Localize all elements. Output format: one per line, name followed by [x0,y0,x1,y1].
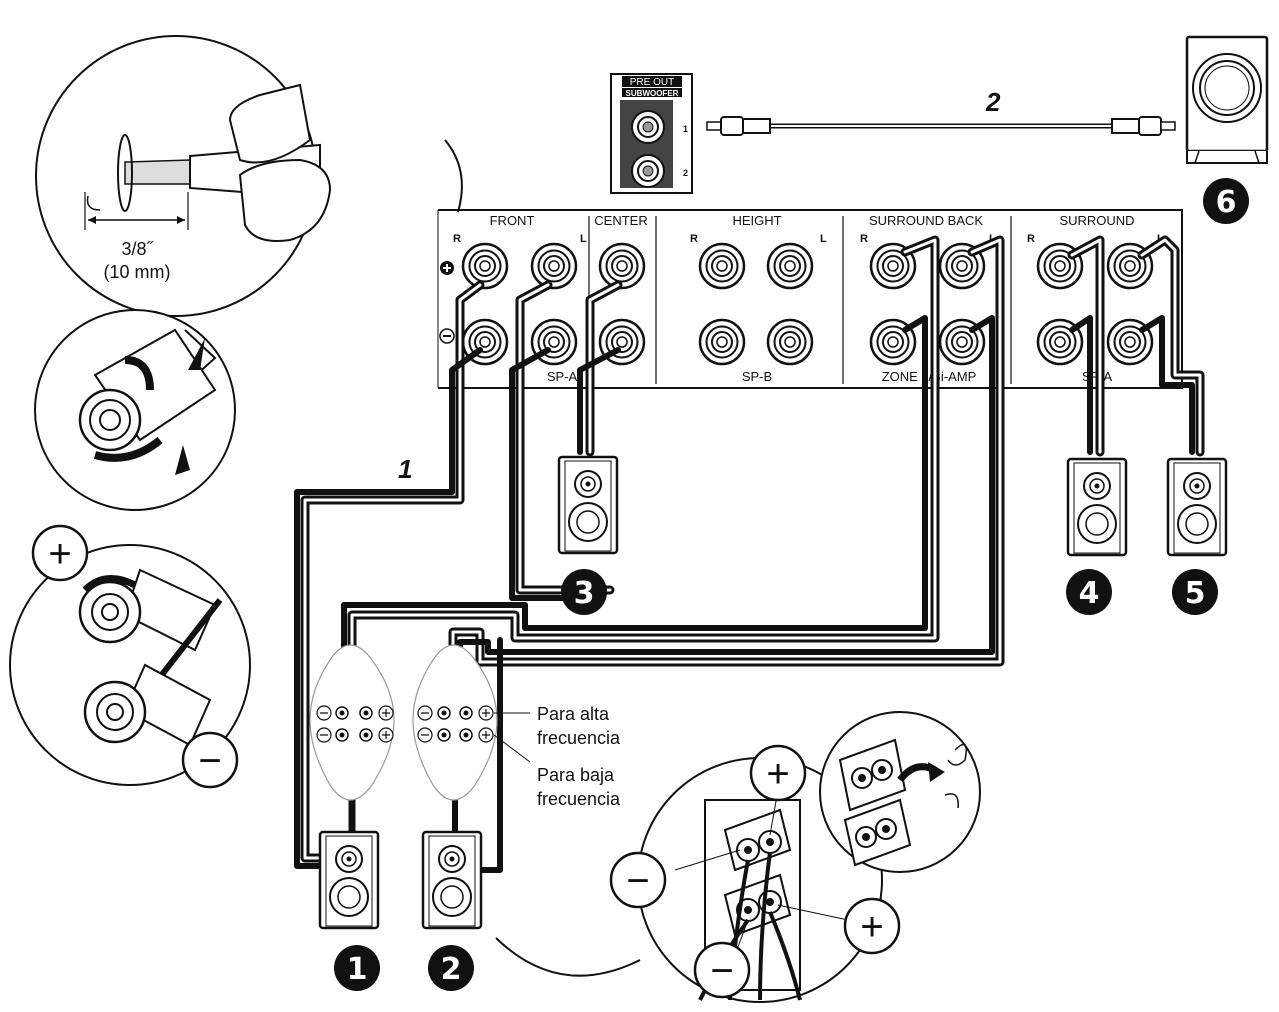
front-right-speaker [318,830,380,930]
bottom-label-sp-b: SP-B [742,369,772,384]
svg-text:4: 4 [1079,576,1100,611]
pre-out-subwoofer-jacks: PRE OUT SUBWOOFER 1 2 [610,73,693,194]
wire-surround-right [1067,235,1105,457]
terminal-posts [461,242,1154,366]
section-label-front: FRONT [490,213,535,228]
bottom-label-sp-a: SP-A [547,369,578,384]
pre-out-jack-1-label: 1 [683,124,688,134]
speaker-number-5-badge: 5 [1172,569,1218,615]
strip-length-mm: (10 mm) [104,262,171,282]
wire-front-right [294,280,485,869]
jumper-removal-detail [819,711,981,873]
strip-length-inches: 3/8˝ [121,239,153,259]
plus-polarity-icon [440,261,454,275]
center-speaker [557,455,619,555]
pre-out-title: PRE OUT [630,77,674,88]
speaker-number-3-badge: 3 [561,569,607,615]
low-frequency-label-line1: Para baja [537,765,615,785]
pre-out-subtitle: SUBWOOFER [626,89,679,98]
channel-label-l: L [820,233,827,245]
section-label-surround-back: SURROUND BACK [869,213,983,228]
svg-text:1: 1 [347,952,368,987]
channel-label-r: R [1027,233,1035,245]
biamp-terminal-plates [309,644,498,801]
minus-polarity-icon [439,328,455,344]
wire-surround-left [1137,235,1205,457]
speaker-number-1-badge: 1 [334,945,380,991]
pre-out-jack-2-label: 2 [683,168,688,178]
channel-label-r: R [453,233,461,245]
wire-biamp [341,235,1005,685]
subwoofer-rca-cable [706,116,1176,136]
low-frequency-label-line2: frecuencia [537,789,621,809]
surround-left-speaker [1166,457,1228,557]
plus-polarity-icon: + [860,905,883,949]
minus-polarity-icon: − [198,739,221,783]
minus-polarity-icon: − [710,949,733,993]
surround-right-speaker [1066,457,1128,557]
receiver-rear-panel: FRONT CENTER HEIGHT SURROUND BACK SURROU… [437,209,1183,389]
speaker-number-4-badge: 4 [1066,569,1112,615]
annotation-lines [493,712,531,763]
svg-text:3: 3 [574,576,595,611]
step-number-1: 1 [398,454,412,484]
plus-polarity-icon: + [766,752,789,796]
channel-label-l: L [580,233,587,245]
channel-label-r: R [860,233,868,245]
speaker-wires [294,235,1205,873]
speaker-number-6-badge: 6 [1203,178,1249,224]
section-label-center: CENTER [594,213,647,228]
bottom-label-zone2-biamp: ZONE 2/Bi-AMP [882,369,977,384]
section-label-surround: SURROUND [1059,213,1134,228]
front-left-speaker [421,830,483,930]
wire-center [577,280,623,457]
svg-text:2: 2 [441,952,462,987]
section-label-height: HEIGHT [732,213,781,228]
wire-strip-detail: 3/8˝ (10 mm) [35,35,463,317]
high-frequency-label-line2: frecuencia [537,728,621,748]
svg-text:6: 6 [1216,185,1237,220]
speaker-number-2-badge: 2 [428,945,474,991]
plus-polarity-icon: + [48,532,71,576]
step-number-2: 2 [985,87,1001,117]
svg-text:5: 5 [1185,576,1206,611]
subwoofer-speaker [1185,35,1269,164]
terminal-loosen-detail [34,309,236,511]
terminal-insert-detail: + − [9,524,251,789]
minus-polarity-icon: − [626,859,649,903]
channel-label-r: R [690,233,698,245]
speaker-rear-biamp-detail: + − + − [495,744,901,1003]
high-frequency-label-line1: Para alta [537,704,610,724]
